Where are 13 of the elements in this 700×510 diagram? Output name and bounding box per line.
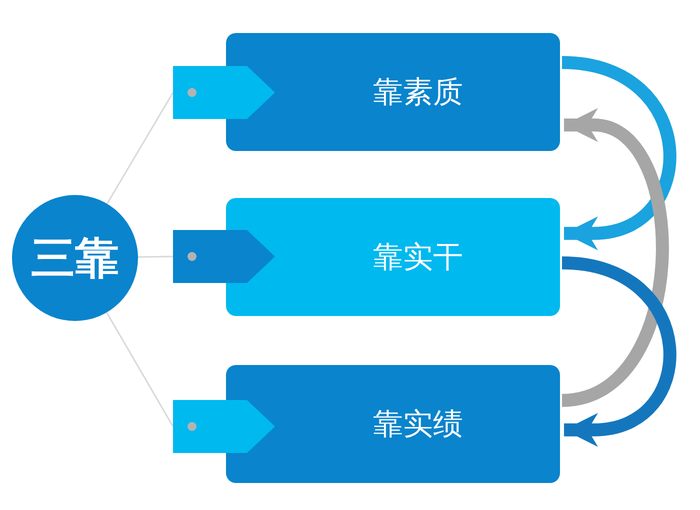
- connector-line: [106, 312, 174, 427]
- tag-shape: [173, 400, 275, 453]
- curved-arrow: [561, 256, 676, 447]
- connector-line: [138, 256, 174, 258]
- connector-line: [106, 92, 174, 204]
- process-box: 靠实绩: [226, 365, 560, 483]
- process-box: 靠实干: [226, 198, 560, 316]
- tag-shape: [173, 230, 275, 283]
- topic-circle: 三靠: [12, 195, 138, 321]
- tag-shape: [173, 66, 275, 119]
- curved-arrow: [561, 56, 676, 250]
- curved-arrow: [560, 108, 668, 407]
- process-box: 靠素质: [226, 33, 560, 151]
